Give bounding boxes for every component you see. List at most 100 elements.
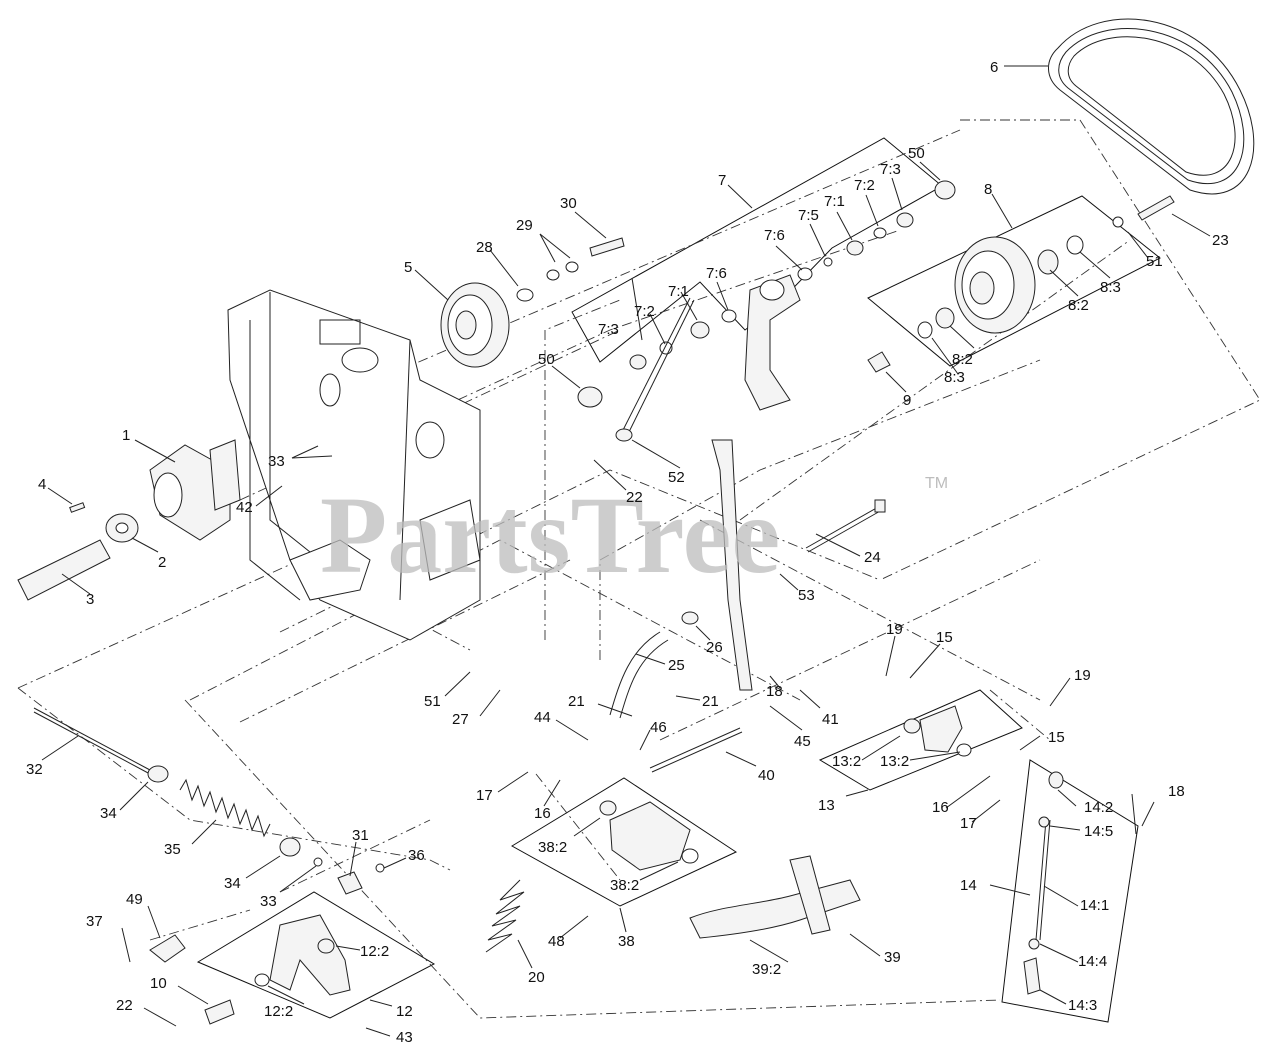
callout-50-b: 50	[908, 145, 925, 162]
callout-24: 24	[864, 549, 881, 566]
housing-part-1	[149, 439, 241, 541]
pulley-part-8	[867, 195, 1175, 373]
callout-8: 8	[984, 181, 992, 198]
callout-2: 2	[158, 554, 166, 571]
callout-33-a: 33	[268, 453, 285, 470]
cable-part-25	[609, 439, 753, 719]
shaft-part-3	[17, 502, 139, 601]
callout-7-1-a: 7:1	[668, 283, 689, 300]
callout-30: 30	[560, 195, 577, 212]
chassis-frame	[227, 289, 481, 641]
callout-12-2-b: 12:2	[264, 1003, 293, 1020]
callout-23: 23	[1212, 232, 1229, 249]
callout-8-3-a: 8:3	[1100, 279, 1121, 296]
pedal-part-39	[689, 855, 861, 939]
callout-37: 37	[86, 913, 103, 930]
callout-7-5: 7:5	[798, 207, 819, 224]
callout-18-b: 18	[1168, 783, 1185, 800]
callout-17-b: 17	[960, 815, 977, 832]
callout-8-2-b: 8:2	[952, 351, 973, 368]
callout-45: 45	[794, 733, 811, 750]
callout-17-a: 17	[476, 787, 493, 804]
rod-part-40	[649, 727, 743, 773]
callout-7-6-b: 7:6	[764, 227, 785, 244]
callout-33-b: 33	[260, 893, 277, 910]
callout-14-2: 14:2	[1084, 799, 1113, 816]
callout-12: 12	[396, 1003, 413, 1020]
callout-39: 39	[884, 949, 901, 966]
callout-9: 9	[903, 392, 911, 409]
link-part-14	[1023, 771, 1064, 995]
callout-25: 25	[668, 657, 685, 674]
callout-16-a: 16	[534, 805, 551, 822]
callout-38-2-b: 38:2	[610, 877, 639, 894]
spring-part-20	[485, 879, 525, 953]
callout-7: 7	[718, 172, 726, 189]
callout-5: 5	[404, 259, 412, 276]
callout-13: 13	[818, 797, 835, 814]
callout-4: 4	[38, 476, 46, 493]
callout-44: 44	[534, 709, 551, 726]
callout-8-2-a: 8:2	[1068, 297, 1089, 314]
callout-53: 53	[798, 587, 815, 604]
callout-14: 14	[960, 877, 977, 894]
callout-40: 40	[758, 767, 775, 784]
callout-21-b: 21	[702, 693, 719, 710]
idler-arm-part-7	[577, 180, 956, 411]
callout-18-a: 18	[766, 683, 783, 700]
bolt-part-24	[615, 297, 886, 553]
rod-part-32	[33, 707, 169, 783]
callout-28: 28	[476, 239, 493, 256]
callout-38-2-a: 38:2	[538, 839, 567, 856]
bracket-part-12	[149, 914, 351, 1025]
leader-lines	[41, 65, 1211, 1037]
callout-13-2-b: 13:2	[880, 753, 909, 770]
callout-10: 10	[150, 975, 167, 992]
callout-22-b: 22	[626, 489, 643, 506]
callout-39-2: 39:2	[752, 961, 781, 978]
callout-21-a: 21	[568, 693, 585, 710]
callout-14-1: 14:1	[1080, 897, 1109, 914]
callout-43: 43	[396, 1029, 413, 1046]
spring-part-35	[179, 778, 385, 895]
callout-46: 46	[650, 719, 667, 736]
callout-14-3: 14:3	[1068, 997, 1097, 1014]
callout-22-a: 22	[116, 997, 133, 1014]
callout-38: 38	[618, 933, 635, 950]
callout-7-6-a: 7:6	[706, 265, 727, 282]
callout-34-a: 34	[100, 805, 117, 822]
watermark-tm: TM	[925, 475, 948, 492]
callout-49: 49	[126, 891, 143, 908]
watermark: PartsTree	[320, 474, 780, 596]
callout-16-b: 16	[932, 799, 949, 816]
pulley-part-5	[440, 237, 625, 368]
callout-36: 36	[408, 847, 425, 864]
callout-29: 29	[516, 217, 533, 234]
callout-51-a: 51	[424, 693, 441, 710]
callout-26: 26	[706, 639, 723, 656]
callout-15-a: 15	[936, 629, 953, 646]
callout-13-2-a: 13:2	[832, 753, 861, 770]
callout-52: 52	[668, 469, 685, 486]
callout-7-3-b: 7:3	[880, 161, 901, 178]
callout-6: 6	[990, 59, 998, 76]
callout-48: 48	[548, 933, 565, 950]
belt-part-6	[1048, 18, 1255, 195]
callout-19-b: 19	[1074, 667, 1091, 684]
callout-15-b: 15	[1048, 729, 1065, 746]
callout-20: 20	[528, 969, 545, 986]
callout-7-3-a: 7:3	[598, 321, 619, 338]
bracket-part-38	[599, 800, 699, 871]
callout-27: 27	[452, 711, 469, 728]
callout-labels: 1 2 3 4 5 6 7 8 9 10 12 12:2 12:2 13 13:…	[26, 59, 1229, 1046]
callout-14-5: 14:5	[1084, 823, 1113, 840]
callout-7-2-a: 7:2	[634, 303, 655, 320]
callout-42: 42	[236, 499, 253, 516]
callout-7-2-b: 7:2	[854, 177, 875, 194]
callout-50-a: 50	[538, 351, 555, 368]
callout-3: 3	[86, 591, 94, 608]
callout-41: 41	[822, 711, 839, 728]
callout-35: 35	[164, 841, 181, 858]
callout-7-1-b: 7:1	[824, 193, 845, 210]
